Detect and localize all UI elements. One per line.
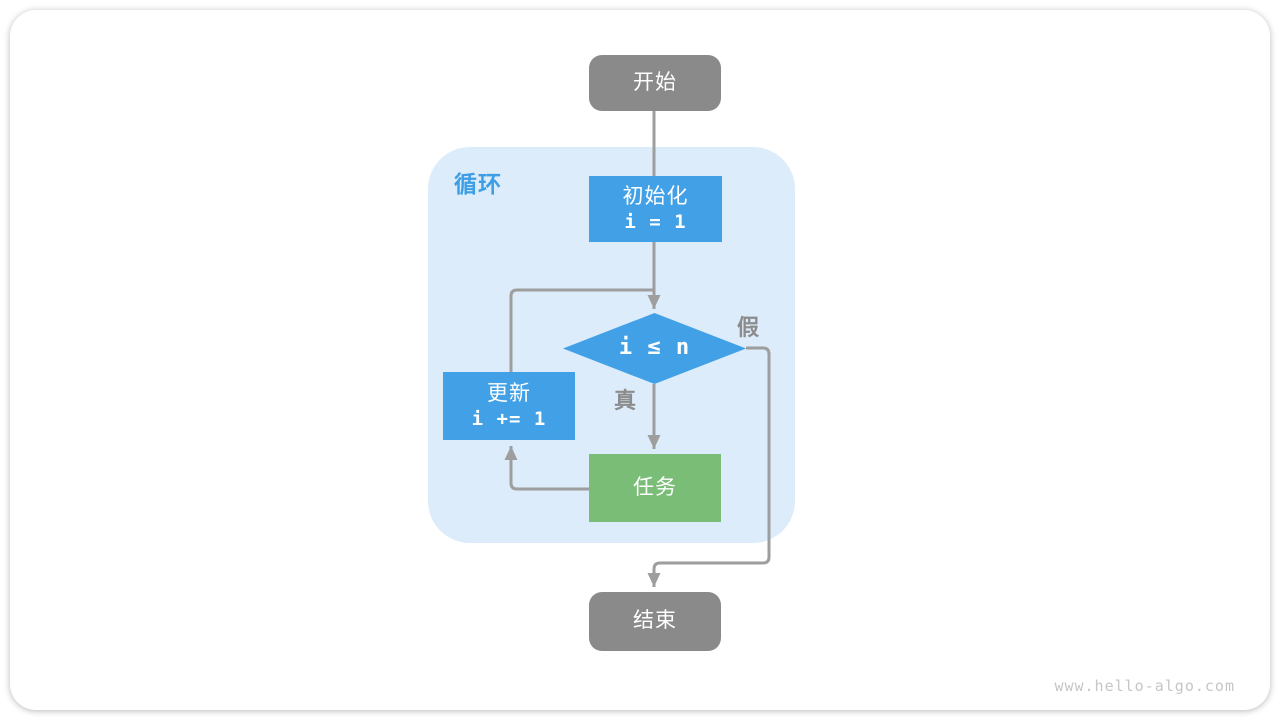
- init-node-title: 初始化: [622, 184, 689, 208]
- true-branch-label: 真: [614, 388, 637, 413]
- update-node-code: i += 1: [471, 407, 547, 430]
- end-node-label: 结束: [633, 609, 677, 633]
- init-node-code: i = 1: [624, 210, 687, 233]
- start-node-label: 开始: [633, 70, 677, 94]
- init-node: 初始化 i = 1: [589, 176, 722, 242]
- update-node-title: 更新: [487, 381, 531, 405]
- end-node: 结束: [589, 592, 721, 651]
- condition-node-label: i ≤ n: [618, 335, 691, 361]
- loop-scope-label: 循环: [454, 171, 502, 197]
- task-node: 任务: [589, 454, 721, 522]
- start-node: 开始: [589, 55, 721, 111]
- update-node: 更新 i += 1: [443, 372, 575, 440]
- watermark-text: www.hello-algo.com: [1054, 677, 1235, 695]
- task-node-label: 任务: [633, 475, 677, 499]
- false-branch-label: 假: [737, 315, 760, 340]
